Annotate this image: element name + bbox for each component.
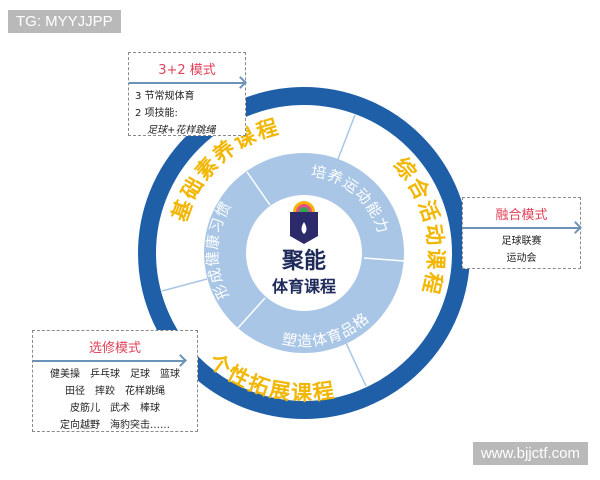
box-line: 皮筋儿 武术 棒球: [70, 403, 160, 414]
center-title: 聚能: [281, 248, 326, 274]
watermark-bottom: www.bjjctf.com: [472, 442, 588, 465]
box-fusion-mode: 融合模式 足球联赛 运动会: [462, 197, 581, 269]
band-dividers: [161, 114, 367, 387]
disk-dividers: [237, 171, 405, 329]
arrow-icon: [129, 82, 245, 84]
box-line: 3 节常规体育: [135, 91, 195, 102]
watermark-top: TG: MYYJJPP: [8, 10, 121, 33]
box-title: 融合模式: [495, 208, 548, 223]
box-3plus2-mode: 3+2 模式 3 节常规体育 2 项技能: 足球+花样跳绳: [128, 52, 246, 136]
box-title: 3+2 模式: [158, 63, 216, 78]
box-line: 田径 摔跤 花样跳绳: [65, 386, 165, 397]
center-subtitle: 体育课程: [272, 277, 336, 296]
box-line: 足球联赛: [501, 236, 542, 247]
center-circle: [246, 195, 362, 311]
box-line: 2 项技能:: [135, 108, 178, 119]
box-line: 足球+花样跳绳: [147, 125, 216, 136]
box-title: 选修模式: [88, 341, 141, 356]
box-line: 运动会: [506, 253, 537, 264]
box-line: 定向越野 海豹突击……: [60, 420, 170, 431]
rainbow-hexagon-logo: [290, 201, 318, 244]
arrow-icon: [463, 227, 580, 229]
box-line: 健美操 乒乓球 足球 篮球: [50, 369, 180, 380]
box-elective-mode: 选修模式 健美操 乒乓球 足球 篮球 田径 摔跤 花样跳绳 皮筋儿 武术 棒球 …: [32, 330, 198, 432]
arrow-icon: [33, 360, 185, 362]
